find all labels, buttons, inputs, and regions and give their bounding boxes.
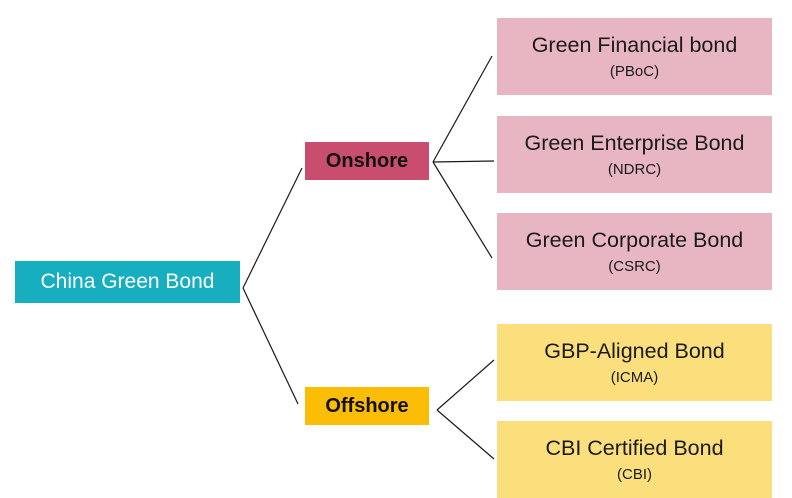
leaf-node-green-financial-bond: Green Financial bond (PBoC) — [497, 18, 772, 95]
connector-onshore-leaf-1 — [432, 55, 493, 163]
leaf-node-title: Green Enterprise Bond — [524, 130, 745, 155]
leaf-node-title: CBI Certified Bond — [545, 435, 724, 460]
leaf-node-title: GBP-Aligned Bond — [544, 338, 725, 363]
root-node-china-green-bond: China Green Bond — [15, 261, 240, 303]
leaf-node-green-corporate-bond: Green Corporate Bond (CSRC) — [497, 213, 772, 290]
leaf-node-regulator: (NDRC) — [607, 160, 662, 178]
connector-offshore-leaf-2 — [436, 409, 495, 460]
branch-node-offshore: Offshore — [305, 387, 429, 425]
leaf-node-title: Green Corporate Bond — [525, 227, 744, 252]
connector-root-offshore — [242, 287, 299, 405]
branch-node-onshore-label: Onshore — [325, 149, 409, 172]
leaf-node-regulator: (ICMA) — [610, 368, 659, 386]
root-node-label: China Green Bond — [40, 270, 215, 293]
leaf-node-cbi-certified-bond: CBI Certified Bond (CBI) — [497, 421, 772, 498]
leaf-node-regulator: (CBI) — [617, 465, 652, 483]
leaf-node-regulator: (PBoC) — [609, 62, 660, 80]
leaf-node-regulator: (CSRC) — [608, 257, 661, 275]
connector-root-onshore — [242, 167, 303, 289]
leaf-node-title: Green Financial bond — [531, 32, 738, 57]
leaf-node-gbp-aligned-bond: GBP-Aligned Bond (ICMA) — [497, 324, 772, 401]
leaf-node-green-enterprise-bond: Green Enterprise Bond (NDRC) — [497, 116, 772, 193]
branch-node-onshore: Onshore — [305, 142, 429, 180]
branch-node-offshore-label: Offshore — [325, 394, 409, 417]
connector-onshore-leaf-3 — [432, 161, 493, 259]
connector-onshore-leaf-2 — [432, 160, 495, 163]
connector-offshore-leaf-1 — [436, 359, 495, 411]
